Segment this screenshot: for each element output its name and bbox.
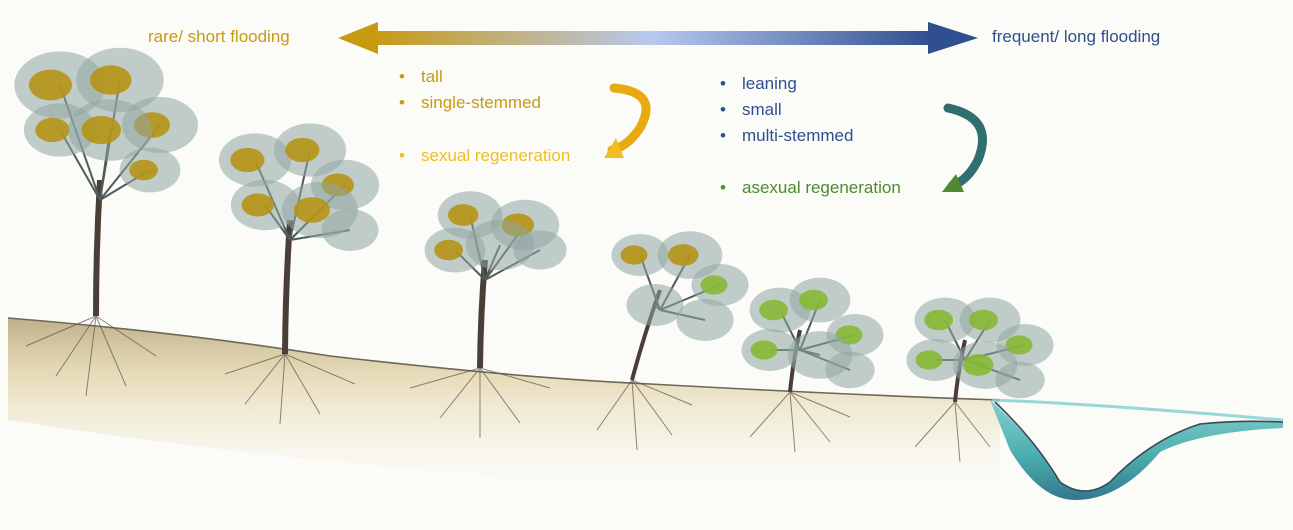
mature-leaf-cluster (434, 240, 463, 260)
asexual-regeneration-item: •asexual regeneration (718, 175, 901, 201)
trait-leaning: •leaning (718, 71, 853, 97)
tree-3 (425, 191, 567, 368)
flooding-gradient-arrow (338, 22, 978, 54)
sexual-regeneration-label: sexual regeneration (421, 146, 570, 165)
tree-2 (219, 123, 379, 354)
sexual-regeneration-item: •sexual regeneration (397, 143, 570, 169)
mature-leaf-cluster (621, 245, 648, 264)
trait-tall: •tall (397, 64, 541, 90)
young-leaf-cluster (759, 300, 788, 320)
tree-trunk (96, 180, 100, 316)
foliage-clump (627, 284, 684, 326)
foliage-clump (322, 209, 379, 251)
mature-leaf-cluster (285, 138, 319, 162)
foliage-clump (677, 299, 734, 341)
mature-leaf-cluster (230, 148, 264, 172)
tree-5-multistem (742, 278, 884, 392)
trait-multi-stemmed: •multi-stemmed (718, 123, 853, 149)
young-leaf-cluster (916, 350, 943, 369)
mature-leaf-cluster (81, 116, 121, 144)
foliage-clump (825, 352, 874, 388)
asexual-regeneration-arrow (942, 108, 983, 192)
tree-4-leaning (612, 231, 749, 380)
mature-leaf-cluster (668, 244, 699, 266)
young-leaf-cluster (963, 354, 994, 376)
young-leaf-cluster (969, 310, 998, 330)
rare-traits-list: •tall •single-stemmed (397, 64, 541, 116)
trait-small: •small (718, 97, 853, 123)
mature-leaf-cluster (448, 204, 479, 226)
frequent-traits-list: •leaning •small •multi-stemmed (718, 71, 853, 149)
young-leaf-cluster (799, 290, 828, 310)
mature-leaf-cluster (29, 70, 72, 101)
young-leaf-cluster (924, 310, 953, 330)
mature-leaf-cluster (294, 197, 330, 223)
tree-1-tall (14, 48, 198, 316)
mature-leaf-cluster (35, 118, 69, 142)
sexual-regeneration-arrow (604, 88, 646, 158)
young-leaf-cluster (701, 275, 728, 294)
trait-single-stemmed: •single-stemmed (397, 90, 541, 116)
foliage-clump (995, 362, 1044, 398)
mature-leaf-cluster (90, 65, 131, 94)
rare-flooding-label: rare/ short flooding (148, 27, 290, 47)
mature-leaf-cluster (242, 193, 274, 216)
mature-leaf-cluster (129, 160, 158, 180)
young-leaf-cluster (751, 340, 778, 359)
tree-6-multistem (907, 298, 1054, 402)
frequent-flooding-label: frequent/ long flooding (992, 27, 1160, 47)
asexual-regeneration-label: asexual regeneration (742, 178, 901, 197)
foliage-clump (513, 230, 566, 269)
water-surface (992, 400, 1283, 420)
